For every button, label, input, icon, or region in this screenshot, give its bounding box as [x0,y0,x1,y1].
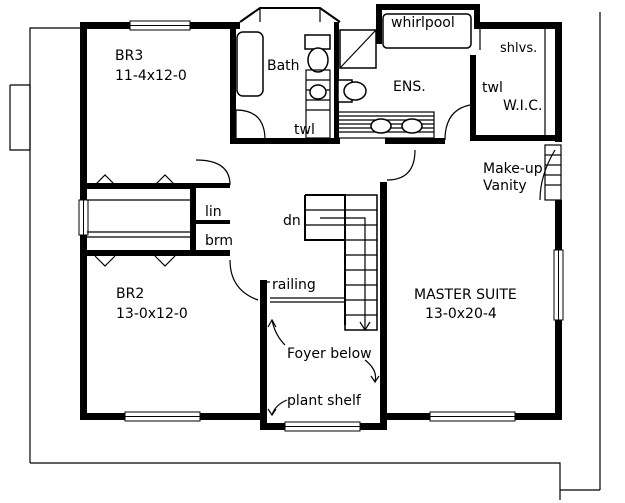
plant-shelf-label: plant shelf [287,393,362,409]
bath-label: Bath [267,58,300,74]
down-label: dn [283,213,301,229]
makeup-vanity [544,144,562,201]
foyer-below-label: Foyer below [287,346,372,362]
foyer-arrows [267,318,380,417]
br3-size-label: 11-4x12-0 [115,68,187,84]
makeup-label: Make-up [483,161,543,177]
windows [78,20,564,432]
staircase [304,194,378,332]
room-labels: BR3 11-4x12-0 Bath whirlpool shlvs. ENS.… [115,15,543,409]
closets [87,174,190,267]
railing-label: railing [272,277,316,293]
ensuite-label: ENS. [393,79,426,95]
wic-label: W.I.C. [503,98,543,114]
towel-bath-label: twl [294,122,315,138]
bath-fixtures [236,31,331,139]
broom-label: brm [205,233,233,249]
br3-name-label: BR3 [115,48,143,64]
roof-outline [9,12,601,500]
bay-window [239,7,341,23]
interior-walls [80,22,562,420]
master-suite-name-label: MASTER SUITE [414,287,517,303]
vanity-label: Vanity [483,178,527,194]
master-suite-size-label: 13-0x20-4 [425,306,497,322]
ensuite-fixtures [337,13,546,139]
doors [195,104,556,301]
br2-name-label: BR2 [116,286,144,302]
railing [261,281,346,330]
towel-ensuite-label: twl [482,80,503,96]
whirlpool-label: whirlpool [391,15,455,31]
linen-label: lin [205,204,222,220]
br2-size-label: 13-0x12-0 [116,306,188,322]
shelves-label: shlvs. [500,41,537,56]
